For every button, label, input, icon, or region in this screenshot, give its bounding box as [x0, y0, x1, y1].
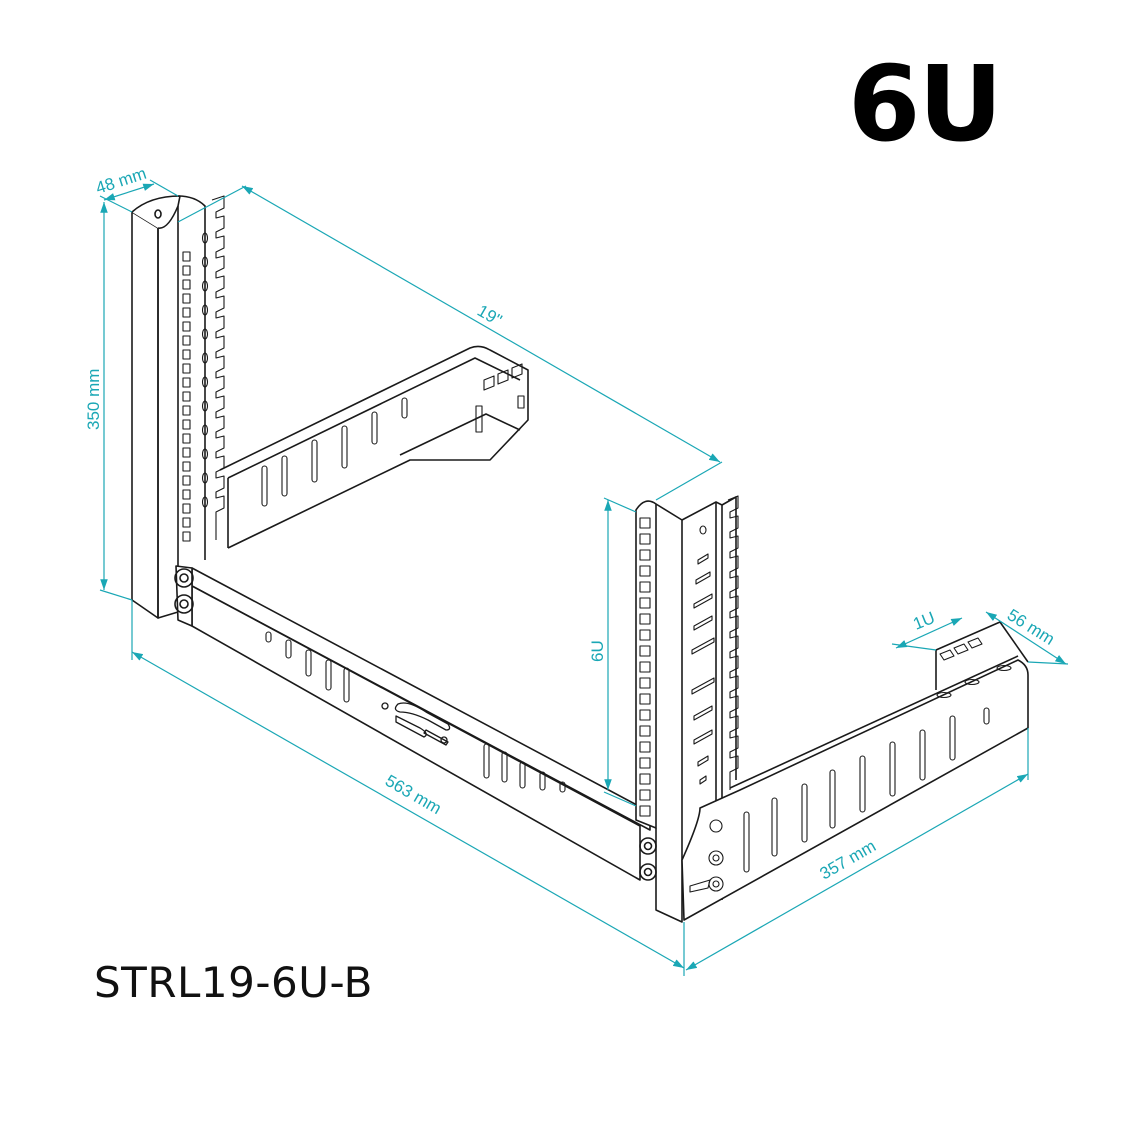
- dim-post-width-label: 48 mm: [93, 164, 148, 198]
- dim-length-label: 563 mm: [382, 771, 445, 818]
- dim-foot-width-label: 56 mm: [1004, 605, 1058, 649]
- dim-rack-width-label: 19": [474, 301, 505, 330]
- front-base-rail: [174, 565, 657, 881]
- dim-depth-label: 357 mm: [817, 836, 880, 883]
- rack-size-title: 6U: [848, 43, 1003, 165]
- rack-frame: [131, 195, 1029, 923]
- dimension-lines: [99, 179, 1069, 976]
- left-post: [131, 195, 225, 619]
- rear-left-arm: [219, 345, 529, 549]
- dim-unit-pitch-label: 1U: [910, 608, 937, 634]
- model-code: STRL19-6U-B: [94, 958, 373, 1007]
- dim-height-label: 350 mm: [84, 369, 103, 430]
- right-foot-bracket: [681, 621, 1029, 921]
- dim-rack-units-label: 6U: [588, 640, 607, 662]
